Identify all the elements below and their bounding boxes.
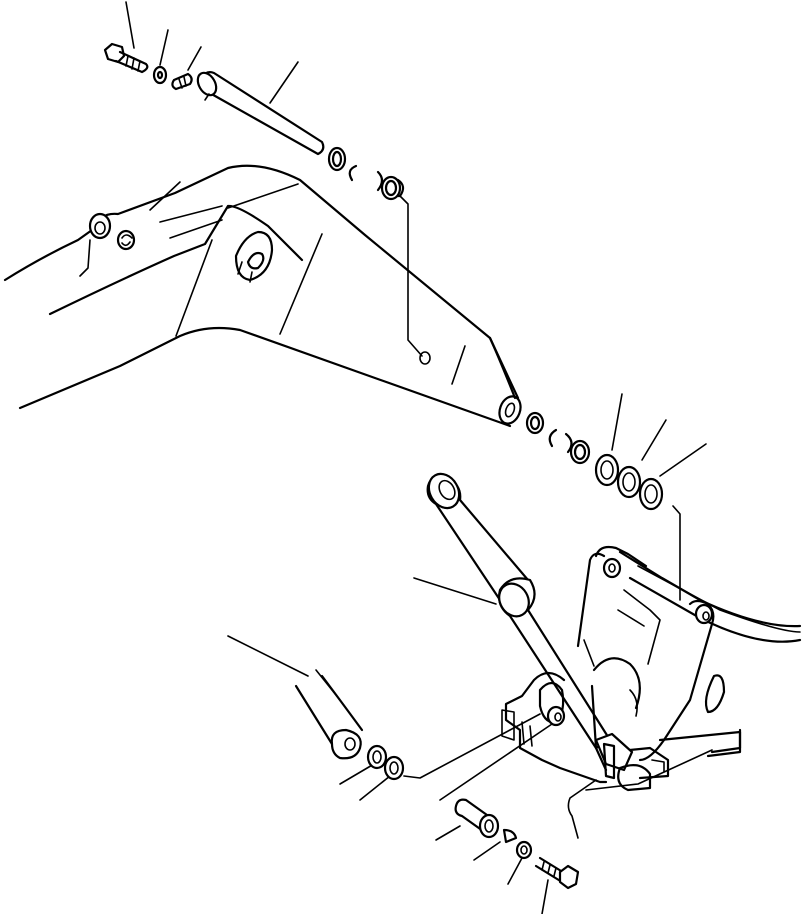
seal-rings-top-icon: [327, 146, 431, 365]
washers-left-icon: [339, 713, 541, 801]
washer-bottom-icon: [507, 840, 533, 885]
shims-right-icon: [594, 393, 707, 601]
hydraulic-cylinder-icon: [413, 472, 634, 772]
bolt-bottom-icon: [534, 856, 580, 914]
bolt-top-icon: [103, 1, 149, 74]
shaft-top-icon: [196, 61, 325, 156]
mount-bracket-icon: [501, 545, 802, 839]
seal-rings-mid-icon: [525, 411, 591, 465]
pin-top-icon: [171, 46, 202, 91]
lock-ring-bottom-icon: [473, 828, 518, 861]
boom-arm-icon: [3, 164, 522, 428]
washer-top-icon: [152, 29, 169, 85]
pin-bottom-icon: [435, 723, 553, 841]
cylinder-rod-end-left-icon: [227, 635, 364, 760]
